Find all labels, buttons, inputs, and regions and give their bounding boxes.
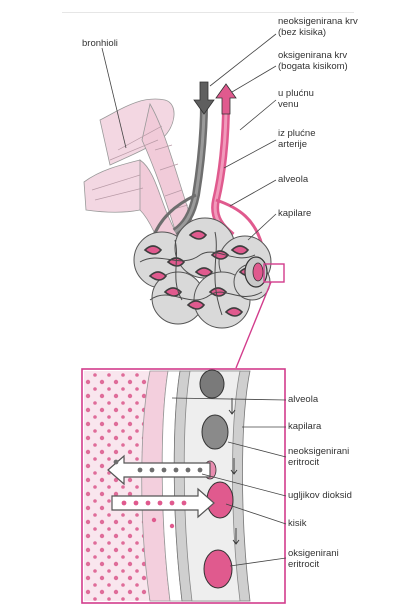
inset-label-oxygenated-rbc-line1: oksigenirani (288, 548, 339, 559)
label-to-pulmonary-vein-line2: venu (278, 99, 314, 110)
inset-label-deoxygenated-rbc-line2: eritrocit (288, 457, 349, 468)
inset-label-oxygen: kisik (288, 518, 306, 529)
label-from-pulmonary-artery-line2: arterije (278, 139, 316, 150)
inset-label-oxygenated-rbc-line2: eritrocit (288, 559, 339, 570)
label-bronchioles: bronhioli (82, 38, 118, 49)
inset-label-alveolus: alveola (288, 394, 318, 405)
label-alveolus: alveola (278, 174, 308, 185)
inset-label-deoxygenated-rbc-line1: neoksigenirani (288, 446, 349, 457)
inset-label-oxygenated-rbc: oksigenirani eritrocit (288, 548, 339, 570)
label-deoxygenated-blood: neoksigenirana krv (bez kisika) (278, 16, 358, 38)
alveolar-cluster (134, 218, 271, 328)
label-oxygenated-blood: oksigenirana krv (bogata kisikom) (278, 50, 348, 72)
label-to-pulmonary-vein: u plućnu venu (278, 88, 314, 110)
label-to-pulmonary-vein-line1: u plućnu (278, 88, 314, 99)
label-deoxygenated-blood-line2: (bez kisika) (278, 27, 358, 38)
label-from-pulmonary-artery: iz plućne arterije (278, 128, 316, 150)
label-capillaries: kapilare (278, 208, 311, 219)
label-oxygenated-blood-line2: (bogata kisikom) (278, 61, 348, 72)
inset-label-carbon-dioxide: ugljikov dioksid (288, 490, 352, 501)
inset-panel (82, 369, 286, 603)
down-arrow-icon (194, 82, 214, 114)
inset-label-deoxygenated-rbc: neoksigenirani eritrocit (288, 446, 349, 468)
label-oxygenated-blood-line1: oksigenirana krv (278, 50, 348, 61)
inset-label-capillary: kapilara (288, 421, 321, 432)
up-arrow-icon (216, 84, 236, 114)
label-deoxygenated-blood-line1: neoksigenirana krv (278, 16, 358, 27)
label-from-pulmonary-artery-line1: iz plućne (278, 128, 316, 139)
